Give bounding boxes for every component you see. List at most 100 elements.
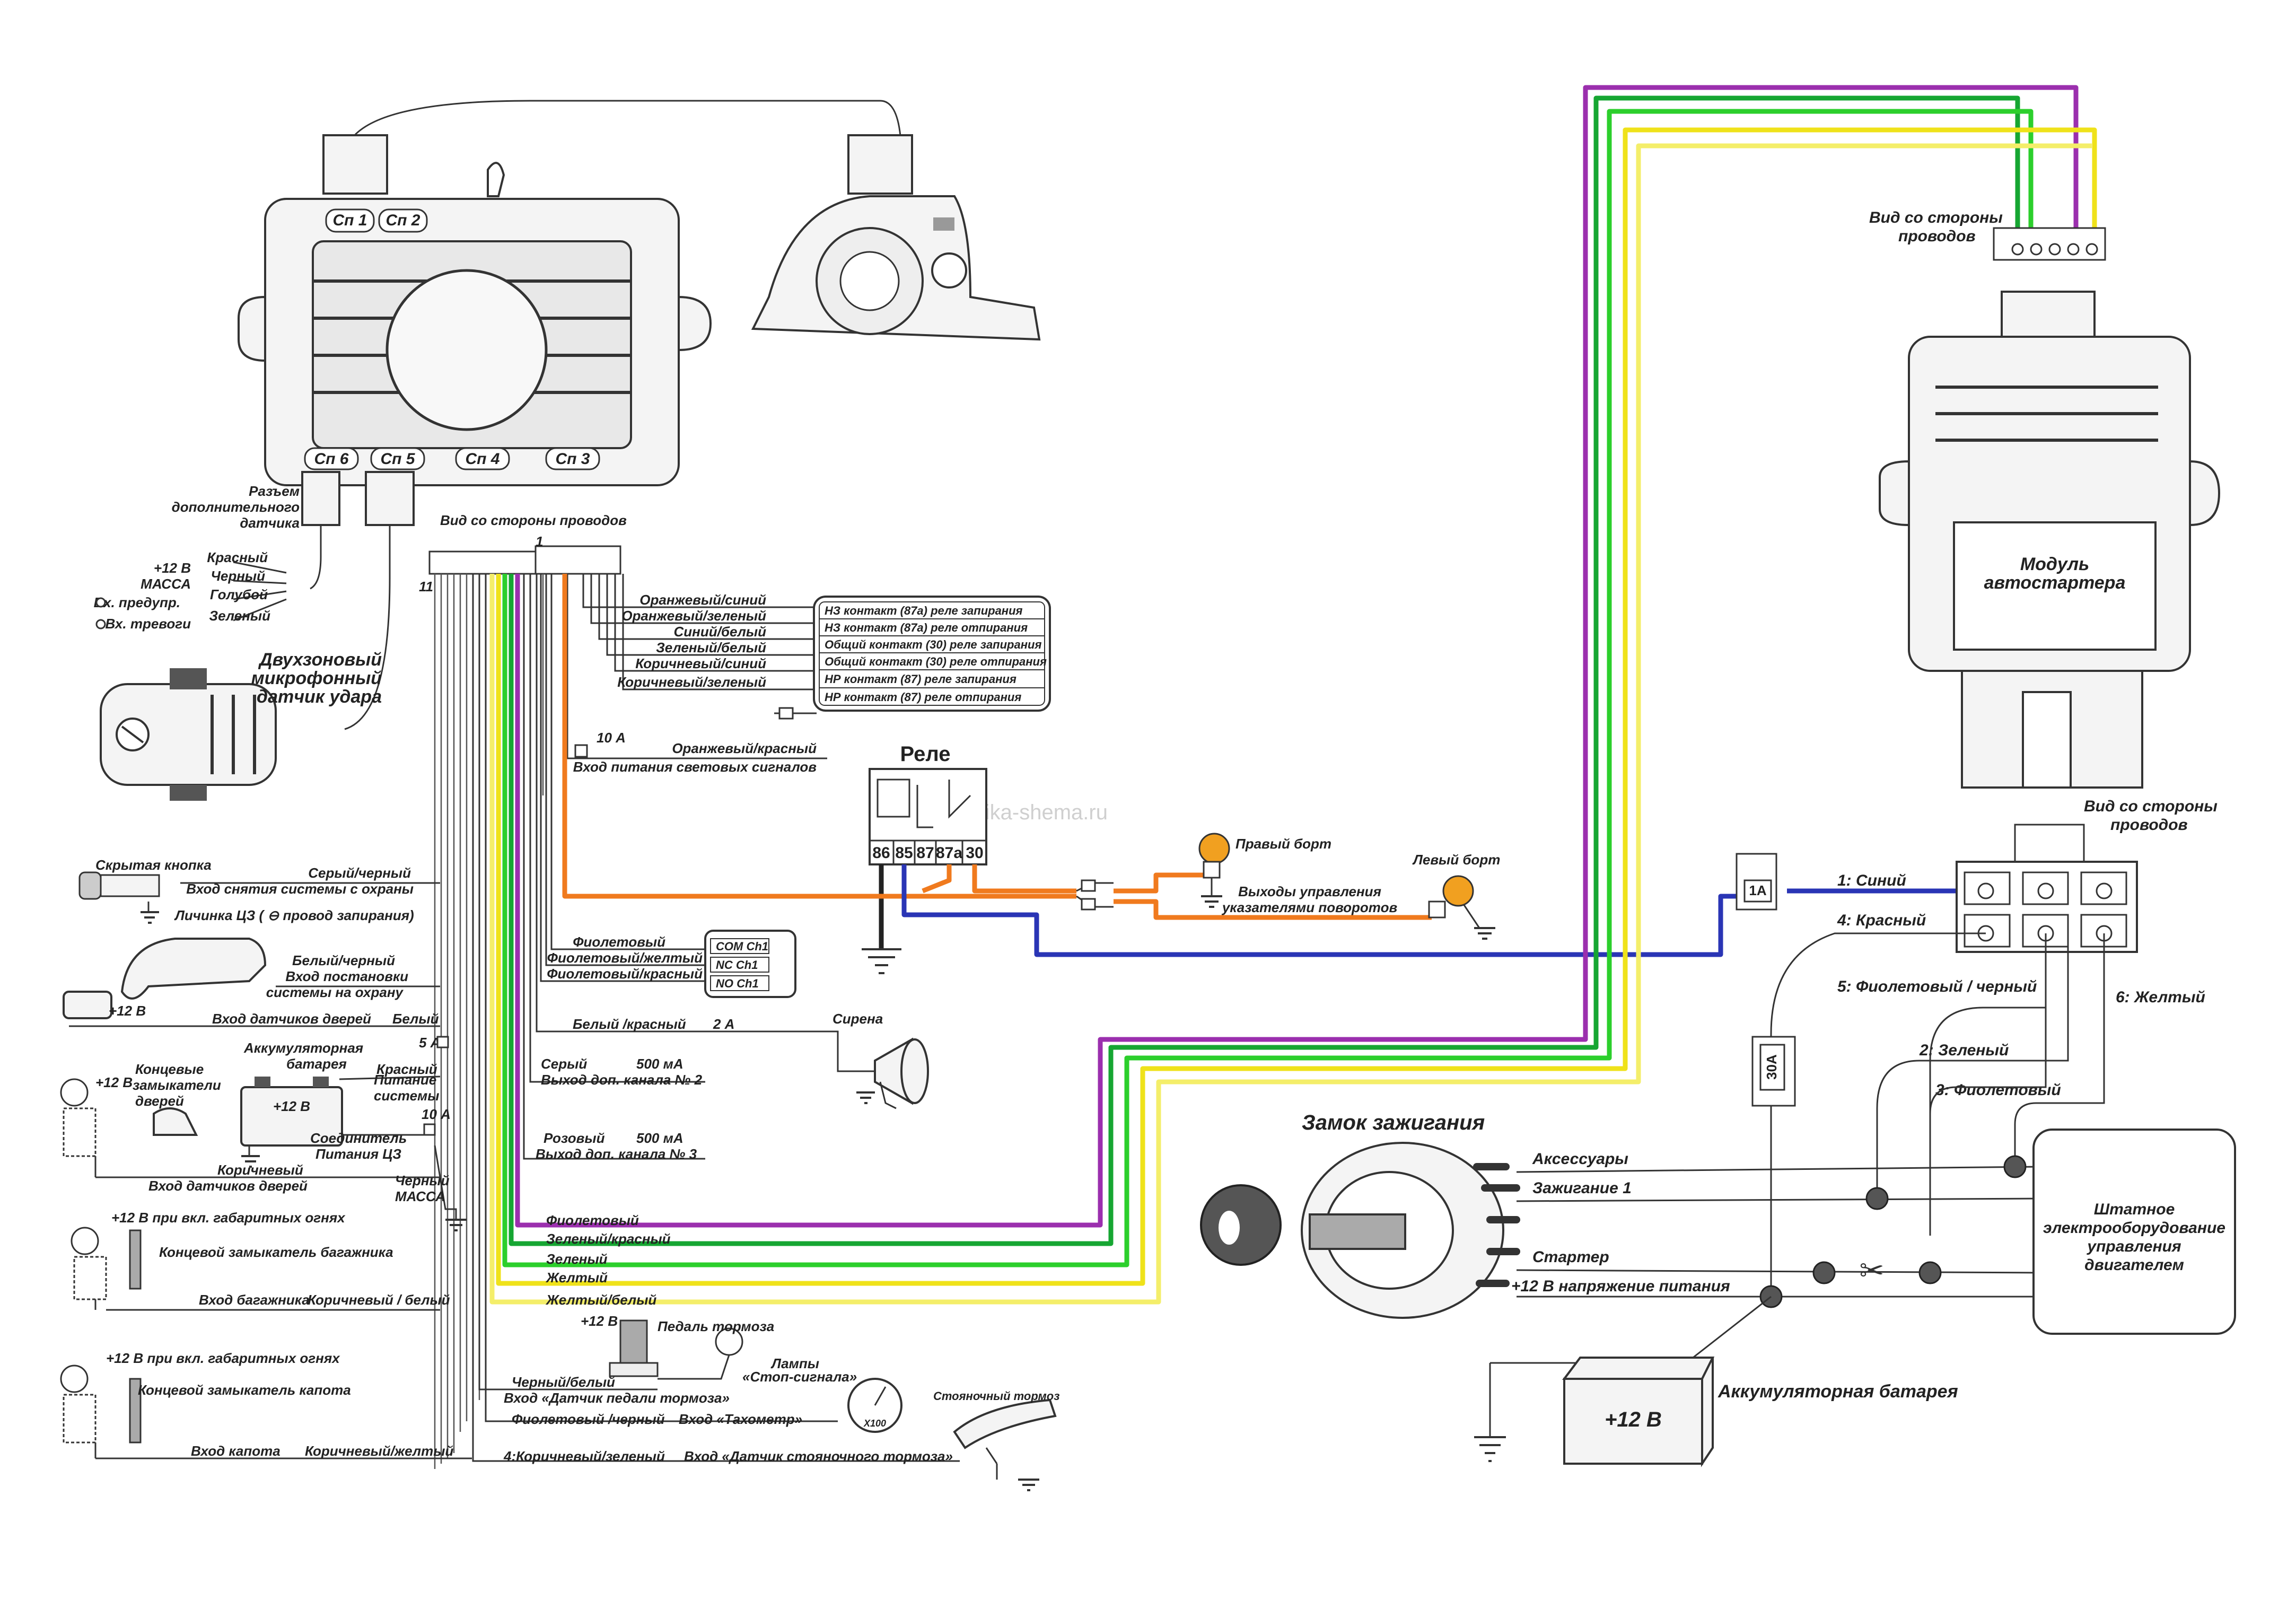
tachometer: X100 Фиолетовый /черный Вход «Тахометр» bbox=[485, 574, 902, 1433]
blue-wire bbox=[901, 864, 1745, 957]
lock-wire-2: Оранжевый/зеленый bbox=[621, 608, 766, 624]
lock-wire-5: Коричневый/синий bbox=[635, 655, 766, 671]
lock-wire-4: Зеленый/белый bbox=[656, 640, 766, 655]
ch2-color: Серый bbox=[541, 1056, 587, 1072]
fuse-1a-label: 1A bbox=[1749, 882, 1766, 898]
trunk-input: Вход багажника bbox=[199, 1292, 310, 1308]
hood-switch: +12 В при вкл. габаритных огнях Концевой… bbox=[60, 1350, 472, 1459]
shock-sensor: Двухзоновый микрофонный датчик удара bbox=[100, 650, 382, 801]
brake-lamps-label-2: «Стоп-сигнала» bbox=[742, 1369, 857, 1385]
ch3-desc: Выход доп. канала № 3 bbox=[536, 1146, 697, 1162]
lock-wire-3: Синий/белый bbox=[674, 624, 767, 640]
sensor-connectors: Разъем дополнительного датчика bbox=[172, 471, 415, 730]
turn-signal-outputs-2: указателями поворотов bbox=[1221, 899, 1398, 915]
ch3-rating: 500 мА bbox=[636, 1130, 683, 1146]
sensor-wire-color-1: Красный bbox=[207, 549, 268, 565]
relay-pin-86: 86 bbox=[872, 844, 890, 862]
right-battery-label: Аккумуляторная батарея bbox=[1717, 1381, 1958, 1402]
parking-brake-wire: 4:Коричневый/зеленый bbox=[503, 1448, 665, 1464]
door-switches: +12 В Концевые замыкатели дверей bbox=[60, 1061, 440, 1178]
sensor-wire-name-2: МАССА bbox=[141, 576, 191, 592]
autostart-wires: Фиолетовый Зеленый/красный Зеленый Желты… bbox=[489, 85, 2097, 1308]
sensor-wire-name-3: Вх. предупр. bbox=[94, 594, 180, 610]
sensor-wire-color-4: Зеленый bbox=[209, 608, 270, 624]
lock-contact-4: Общий контакт (30) реле отпирания bbox=[825, 655, 1047, 668]
light-signal-input: 10 А Оранжевый/красный Вход питания свет… bbox=[566, 574, 827, 775]
ignition-accessories: Аксессуары bbox=[1532, 1150, 1628, 1168]
ignition-starter: Стартер bbox=[1532, 1248, 1609, 1266]
power-label: Питание bbox=[374, 1072, 436, 1088]
relay: Реле 86 85 87 87a 30 bbox=[862, 742, 987, 974]
left-turn-lamp: Левый борт Выходы управления указателями… bbox=[1221, 852, 1500, 940]
hood-input: Вход капота bbox=[191, 1443, 281, 1459]
engine-equipment: Штатное электрооборудование управления д… bbox=[2032, 1129, 2236, 1335]
trunk-wire-color: Коричневый / белый bbox=[308, 1292, 450, 1308]
hood-switch-label: Концевой замыкатель капота bbox=[138, 1382, 351, 1398]
relay-pin-85: 85 bbox=[895, 844, 913, 862]
colored-wire-4: Желтый bbox=[545, 1270, 608, 1285]
lock-contact-3: Общий контакт (30) реле запирания bbox=[825, 638, 1041, 651]
brake-input: Вход «Датчик педали тормоза» bbox=[504, 1390, 730, 1406]
lock-cylinder-wire: Белый/черный bbox=[292, 952, 395, 968]
autostart-wire-5: 2: Зеленый bbox=[1919, 1042, 2009, 1059]
alarm-control-unit: Сп 1 Сп 2 Сп 6 Сп 5 Сп 4 Сп 3 bbox=[238, 100, 913, 486]
autostart-output-wires: 1: Синий 4: Красный 5: Фиолетовый / черн… bbox=[1770, 872, 2205, 1294]
brown-wire-desc: Вход датчиков дверей bbox=[148, 1178, 308, 1194]
ground-wire-desc: МАССА bbox=[395, 1188, 445, 1204]
siren-rating: 2 А bbox=[713, 1016, 734, 1032]
ch1-com: COM Ch1 bbox=[716, 940, 768, 953]
fuse-30a-label: 30A bbox=[1764, 1054, 1780, 1080]
lock-cylinder: Личинка ЦЗ ( ⊖ провод запирания) Белый/ч… bbox=[63, 907, 440, 1019]
lock-cylinder-desc-2: системы на охрану bbox=[266, 984, 404, 1000]
engine-label: Штатное bbox=[2094, 1201, 2175, 1218]
central-lock-section: Оранжевый/синий Оранжевый/зеленый Синий/… bbox=[582, 574, 1051, 720]
brake-lamps-label: Лампы bbox=[770, 1355, 819, 1371]
door-input-desc: Вход датчиков дверей bbox=[212, 1011, 371, 1027]
pin-1-label: 1 bbox=[536, 533, 543, 549]
hidden-button-label: Скрытая кнопка bbox=[95, 857, 212, 873]
ignition-power: +12 В напряжение питания bbox=[1511, 1278, 1730, 1295]
turn-signal-outputs: Выходы управления bbox=[1238, 884, 1381, 899]
tacho-input: Вход «Тахометр» bbox=[679, 1411, 802, 1427]
power-wire-color: Красный bbox=[376, 1061, 437, 1077]
ch1-wire-2: Фиолетовый/желтый bbox=[547, 950, 703, 966]
autostart-wire-1: 1: Синий bbox=[1837, 872, 1906, 889]
door-input-color: Белый bbox=[392, 1011, 439, 1027]
shock-sensor-label-2: микрофонный bbox=[251, 668, 382, 688]
left-side-label: Левый борт bbox=[1412, 852, 1500, 868]
light-wire-color: Оранжевый/красный bbox=[672, 740, 817, 756]
sensor-wire-color-3: Голубой bbox=[210, 587, 268, 602]
sensor-wire-name-1: +12 В bbox=[154, 560, 191, 576]
ground-wire: Черный МАССА bbox=[395, 1145, 467, 1231]
hidden-button-wire: Серый/черный bbox=[308, 865, 411, 881]
brown-wire-color: Коричневый bbox=[217, 1162, 303, 1178]
tacho-scale: X100 bbox=[863, 1418, 886, 1429]
hidden-button: Скрытая кнопка Серый/черный Вход снятия … bbox=[78, 857, 440, 924]
power-label-2: системы bbox=[374, 1088, 439, 1104]
lock-wire-1: Оранжевый/синий bbox=[639, 592, 766, 608]
engine-label-2: электрооборудование bbox=[2043, 1219, 2225, 1237]
ground-wire-color: Черный bbox=[395, 1173, 450, 1188]
trunk-plus: +12 В при вкл. габаритных огнях bbox=[111, 1210, 346, 1226]
sensor-connector-label: Разъем bbox=[249, 483, 300, 499]
autostart-wire-2: 4: Красный bbox=[1837, 912, 1926, 929]
autostart-connector-view: Вид со стороны bbox=[2084, 798, 2218, 815]
autostart-wire-3: 5: Фиолетовый / черный bbox=[1837, 978, 2037, 995]
lock-cylinder-desc: Вход постановки bbox=[285, 968, 408, 984]
ignition-lines: Аксессуары Зажигание 1 Стартер +12 В нап… bbox=[1511, 1150, 2042, 1308]
door-input-plus: +12 В bbox=[109, 1003, 146, 1019]
autostart-connector-view-2: проводов bbox=[2110, 816, 2188, 834]
brown-door-wire: Коричневый Вход датчиков дверей bbox=[148, 1162, 308, 1194]
autostart-connector: Вид со стороны проводов bbox=[1956, 798, 2218, 953]
fuse-30a: 30A bbox=[1751, 1036, 1796, 1107]
ignition-switch: Замок зажигания bbox=[1200, 1111, 1520, 1319]
light-fuse: 10 А bbox=[597, 730, 626, 746]
channel-1: Фиолетовый Фиолетовый/желтый Фиолетовый/… bbox=[540, 574, 796, 998]
engine-label-4: двигателем bbox=[2084, 1256, 2184, 1274]
ch2-rating: 500 мА bbox=[636, 1056, 683, 1072]
autostart-title: Модуль bbox=[2020, 554, 2089, 574]
door-switch-label-2: замыкатели bbox=[133, 1077, 221, 1093]
autostart-module: Вид со стороны проводов Модуль автостарт… bbox=[1869, 209, 2221, 789]
autostart-view-label-2: проводов bbox=[1898, 228, 1976, 245]
siren-label: Сирена bbox=[832, 1011, 883, 1027]
